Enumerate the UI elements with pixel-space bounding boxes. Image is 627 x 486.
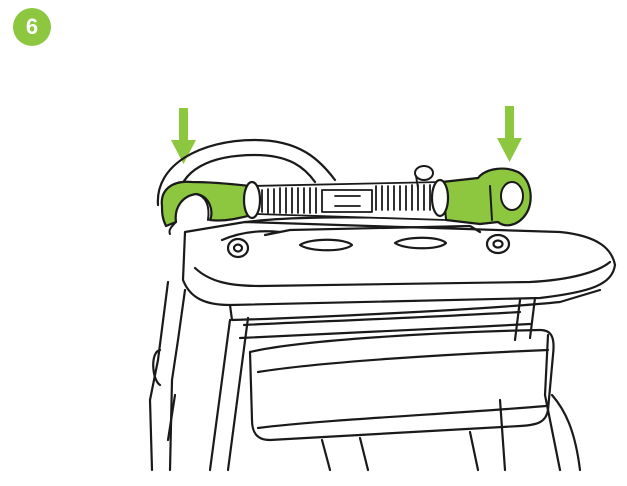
down-arrow-left-icon — [171, 108, 196, 164]
bumper-bar-right-clip — [442, 169, 531, 226]
down-arrow-right-icon — [497, 106, 522, 162]
seat-tray — [183, 222, 615, 305]
bumper-bar-left-clip — [162, 182, 256, 234]
tray-slot-left — [300, 240, 352, 251]
frame-leg-left-outer — [150, 282, 168, 470]
bumper-bar-spring — [244, 166, 448, 220]
tray-slot-right — [395, 238, 446, 249]
frame-leg-left-inner — [210, 320, 230, 470]
